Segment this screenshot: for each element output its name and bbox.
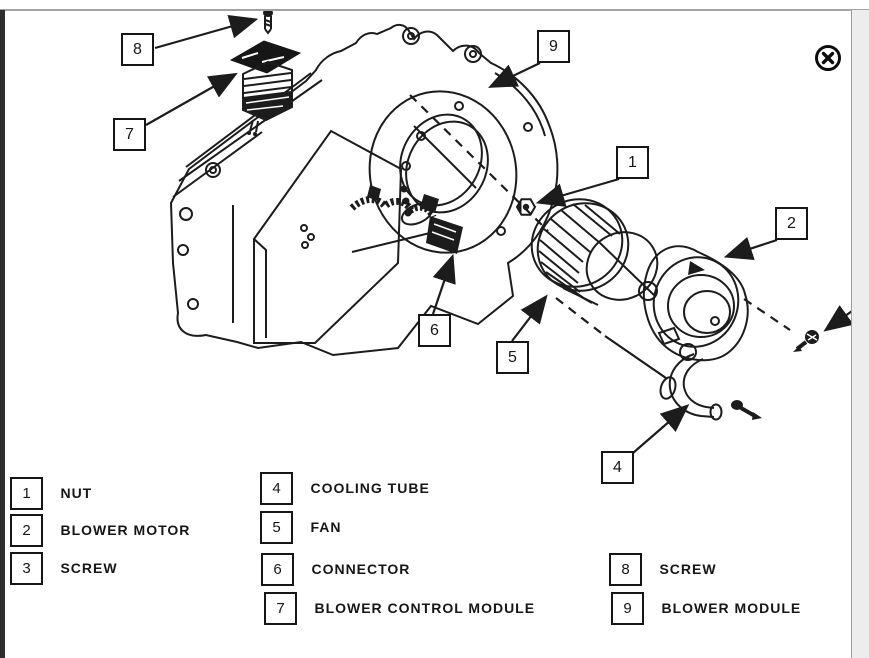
legend-item-fan: 5 FAN — [260, 511, 341, 545]
legend-label: BLOWER MODULE — [661, 600, 802, 616]
legend-label: BLOWER CONTROL MODULE — [314, 600, 536, 616]
right-gutter — [851, 10, 869, 658]
callout-box-4: 4 — [601, 451, 634, 484]
legend-number-box: 9 — [611, 592, 644, 625]
legend-label: BLOWER MOTOR — [60, 522, 191, 538]
legend-number-box: 4 — [260, 472, 293, 505]
callout-box-1: 1 — [616, 146, 649, 179]
legend-item-connector: 6 CONNECTOR — [261, 553, 410, 587]
legend-label: NUT — [60, 485, 93, 501]
legend-number-box: 7 — [264, 592, 297, 625]
callout-box-8: 8 — [121, 33, 154, 66]
legend-number-box: 8 — [609, 553, 642, 586]
callout-box-5: 5 — [496, 341, 529, 374]
close-button[interactable] — [812, 42, 844, 74]
top-divider — [0, 9, 869, 11]
legend-number-box: 2 — [10, 514, 43, 547]
callout-box-2: 2 — [775, 207, 808, 240]
left-edge-bar — [0, 10, 5, 658]
legend-number-box: 3 — [10, 552, 43, 585]
cooling-tube-part — [659, 343, 762, 421]
connector-part — [426, 216, 463, 254]
close-icon — [815, 45, 841, 71]
legend-label: COOLING TUBE — [310, 480, 430, 496]
screw-3-part — [793, 330, 819, 352]
legend-label: SCREW — [60, 560, 118, 576]
legend-item-blower-module: 9 BLOWER MODULE — [611, 592, 801, 626]
wire-harness — [349, 185, 463, 254]
legend-label: SCREW — [659, 561, 717, 577]
blower-motor-part — [638, 245, 749, 362]
nut-part — [515, 198, 537, 216]
legend-item-screw-8: 8 SCREW — [609, 553, 717, 587]
callout-box-6: 6 — [418, 314, 451, 347]
assembly-centerlines — [409, 94, 791, 379]
legend-item-blower-motor: 2 BLOWER MOTOR — [10, 514, 190, 548]
callout-box-7: 7 — [113, 118, 146, 151]
legend-item-cooling-tube: 4 COOLING TUBE — [260, 472, 430, 506]
legend-label: FAN — [310, 519, 342, 535]
blower-module-housing — [169, 23, 559, 357]
screw-8-part — [263, 9, 273, 35]
legend-item-nut: 1 NUT — [10, 477, 92, 511]
legend-number-box: 5 — [260, 511, 293, 544]
blower-control-module-part — [229, 40, 302, 136]
callout-box-9: 9 — [537, 30, 570, 63]
legend-item-screw-3: 3 SCREW — [10, 552, 118, 586]
legend-number-box: 1 — [10, 477, 43, 510]
tube-screw — [731, 400, 762, 420]
legend-number-box: 6 — [261, 553, 294, 586]
legend-label: CONNECTOR — [311, 561, 411, 577]
fan-part — [530, 198, 659, 306]
legend-item-blower-control-module: 7 BLOWER CONTROL MODULE — [264, 592, 535, 626]
